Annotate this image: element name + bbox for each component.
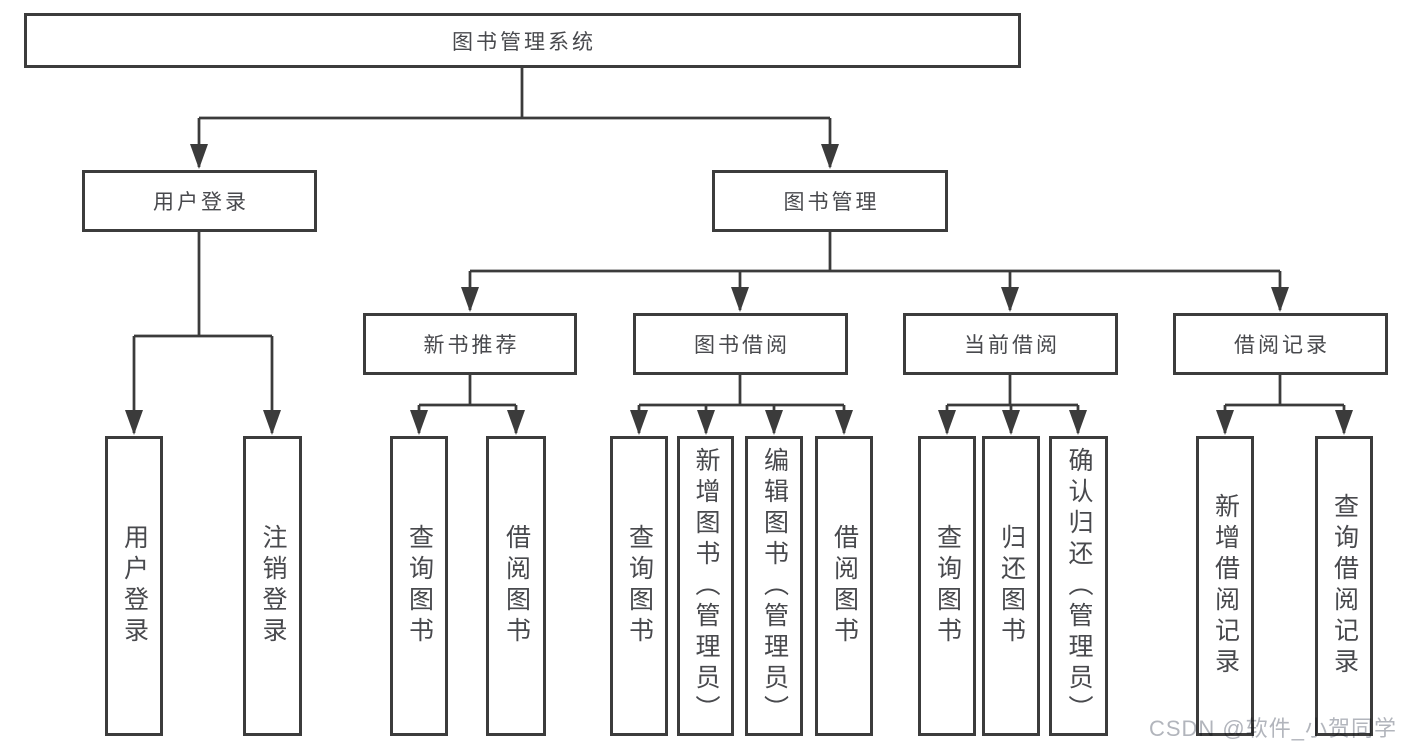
node-user-login: 用户登录 [82,170,317,232]
node-label: 图书管理 [783,191,880,214]
leaf-borrow-books-borrowing: 借阅图书 [815,436,873,736]
leaf-logout: 注销登录 [243,436,302,736]
node-label: 查询图书 [405,524,434,648]
leaf-user-login: 用户登录 [105,436,163,736]
node-label: 用户登录 [153,191,249,214]
watermark: CSDN @软件_小贺同学 [1148,716,1397,741]
node-borrowing-records: 借阅记录 [1173,313,1388,375]
node-label: 新书推荐 [423,334,520,357]
leaf-return-books: 归还图书 [982,436,1040,736]
node-label: 借阅记录 [1234,334,1330,357]
node-label: 查询借阅记录 [1330,493,1359,679]
leaf-edit-book-admin: 编辑图书（管理员） [745,436,803,736]
node-label: 编辑图书（管理员） [760,446,789,726]
node-label: 注销登录 [259,524,287,648]
leaf-add-borrow-record: 新增借阅记录 [1196,436,1254,736]
node-library-management-system: 图书管理系统 [24,13,1021,68]
node-label: 图书管理系统 [452,30,596,54]
node-label: 借阅图书 [502,524,531,648]
node-label: 新增图书（管理员） [692,446,720,726]
leaf-query-borrow-record: 查询借阅记录 [1315,436,1373,736]
node-label: 图书借阅 [694,334,790,357]
node-label: 用户登录 [120,524,149,648]
leaf-query-books-recommend: 查询图书 [390,436,448,736]
node-label: 新增借阅记录 [1211,493,1240,679]
leaf-borrow-books-recommend: 借阅图书 [486,436,546,736]
node-new-book-recommendation: 新书推荐 [363,313,577,375]
node-label: 借阅图书 [830,524,859,648]
node-label: 确认归还（管理员） [1065,446,1093,726]
leaf-query-books-current: 查询图书 [918,436,976,736]
node-label: 当前借阅 [964,334,1060,357]
leaf-add-book-admin: 新增图书（管理员） [677,436,734,736]
node-label: 查询图书 [933,524,962,648]
leaf-query-books-borrowing: 查询图书 [610,436,668,736]
node-book-borrowing: 图书借阅 [633,313,848,375]
leaf-confirm-return-admin: 确认归还（管理员） [1049,436,1108,736]
node-label: 归还图书 [997,524,1026,648]
node-label: 查询图书 [625,524,654,648]
node-book-management: 图书管理 [712,170,948,232]
node-current-borrowing: 当前借阅 [903,313,1118,375]
